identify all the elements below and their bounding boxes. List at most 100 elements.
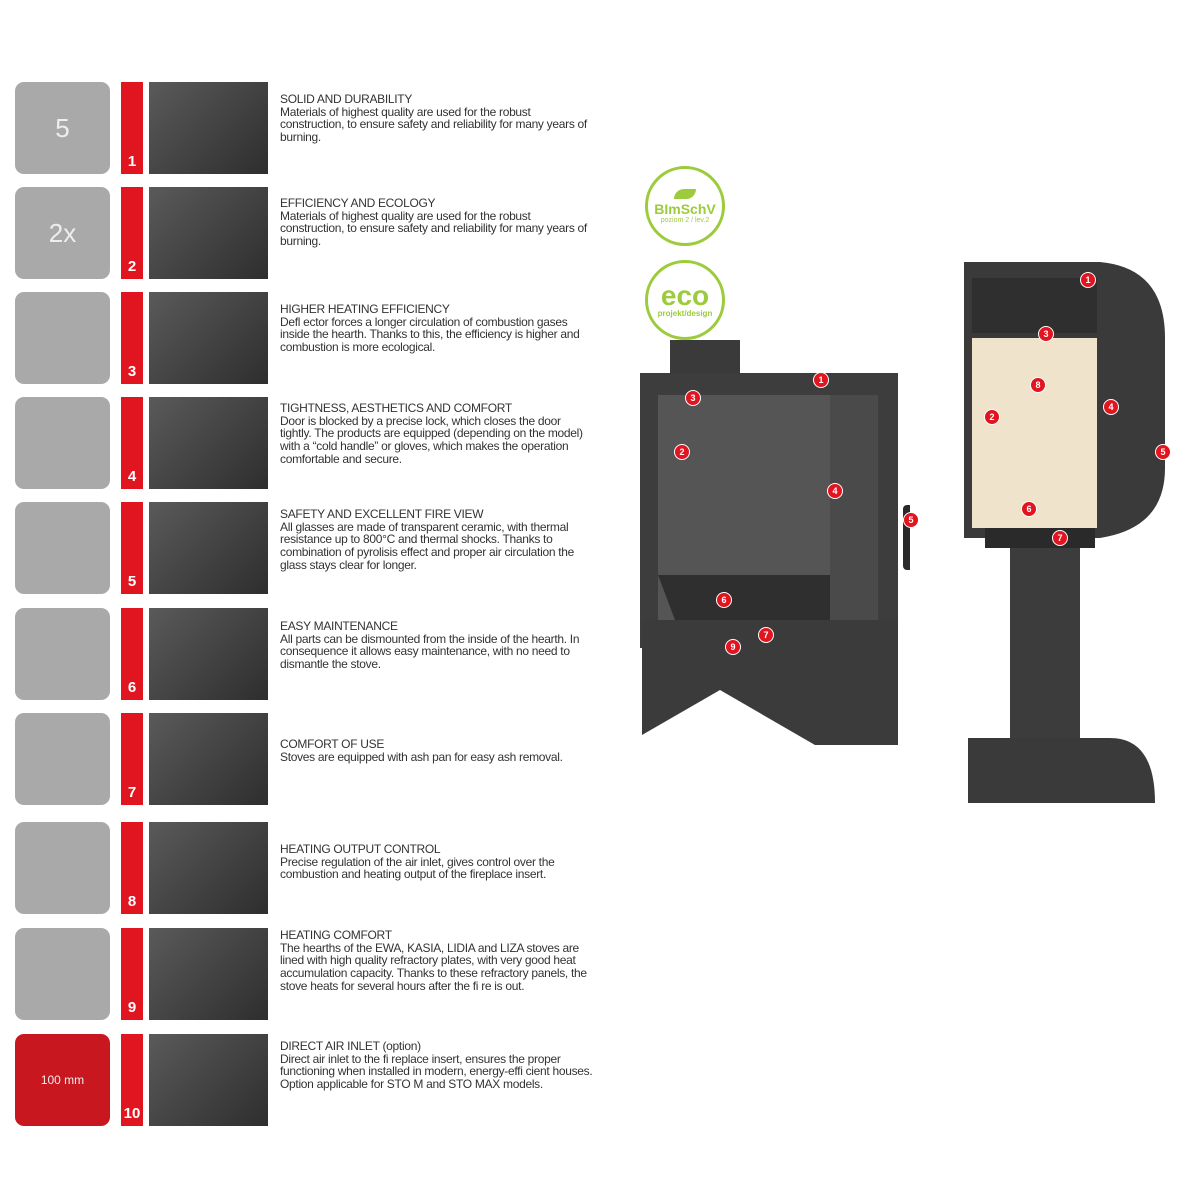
callout-marker: 4 [1103, 399, 1119, 415]
feature-row: 2x 2 [0, 187, 600, 282]
feature-photo [149, 82, 268, 174]
feature-photo [149, 292, 268, 384]
feature-row: 9 [0, 928, 600, 1023]
feature-number: 4 [127, 468, 137, 485]
stove-front-cutaway [640, 340, 910, 745]
feature-photo [149, 187, 268, 279]
flame-2x-icon: 2x [15, 187, 110, 279]
feature-title: SOLID AND DURABILITY [280, 92, 413, 106]
callout-marker: 2 [984, 409, 1000, 425]
callout-marker: 8 [1030, 377, 1046, 393]
gloves-handle-icon [15, 397, 110, 489]
feature-row: 5 [0, 502, 600, 597]
callout-marker: 1 [1080, 272, 1096, 288]
deflector-icon [15, 292, 110, 384]
air-regulation-icon [15, 822, 110, 914]
feature-description: Defl ector forces a longer circulation o… [280, 314, 580, 355]
feature-row: 6 [0, 608, 600, 703]
feature-description: Direct air inlet to the fi replace inser… [280, 1051, 593, 1092]
feature-number-bar: 1 [121, 82, 143, 174]
feature-number-bar: 9 [121, 928, 143, 1020]
feature-description: Precise regulation of the air inlet, giv… [280, 854, 555, 882]
callout-marker: 3 [685, 390, 701, 406]
callout-marker: 2 [674, 444, 690, 460]
feature-description: The hearths of the EWA, KASIA, LIDIA and… [280, 940, 587, 993]
feature-number: 1 [127, 153, 137, 170]
callout-marker: 1 [813, 372, 829, 388]
feature-number: 6 [127, 679, 137, 696]
bimschv-sublabel: poziom 2 / lev.2 [660, 216, 710, 224]
feature-number: 2 [127, 258, 137, 275]
bimschv-badge: BImSchV poziom 2 / lev.2 [645, 166, 725, 246]
feature-number-bar: 4 [121, 397, 143, 489]
feature-number-bar: 7 [121, 713, 143, 805]
feature-number-bar: 5 [121, 502, 143, 594]
bimschv-label: BImSchV [654, 200, 716, 217]
feature-number-bar: 8 [121, 822, 143, 914]
feature-title: HEATING OUTPUT CONTROL [280, 842, 441, 856]
feature-title: EASY MAINTENANCE [280, 619, 398, 633]
feature-description: Materials of highest quality are used fo… [280, 208, 587, 249]
feature-row: 100 mm 10 [0, 1034, 600, 1129]
heat-accumulation-icon [15, 928, 110, 1020]
eco-sublabel: projekt/design [657, 308, 713, 318]
feature-photo [149, 608, 268, 700]
callout-marker: 6 [1021, 501, 1037, 517]
callout-marker: 4 [827, 483, 843, 499]
icon-text: 2x [48, 217, 77, 248]
feature-number: 9 [127, 999, 137, 1016]
feature-row: 4 [0, 397, 600, 492]
callout-marker: 7 [1052, 530, 1068, 546]
callout-marker: 5 [1155, 444, 1171, 460]
feature-description: Materials of highest quality are used fo… [280, 104, 587, 145]
callout-marker: 3 [1038, 326, 1054, 342]
feature-photo [149, 1034, 268, 1126]
eco-label: eco [660, 279, 710, 311]
leaf-icon [674, 188, 696, 199]
feature-number: 7 [127, 784, 137, 801]
feature-description: Stoves are equipped with ash pan for eas… [280, 749, 563, 764]
eco-badge: eco projekt/design [645, 260, 725, 340]
feature-title: HEATING COMFORT [280, 928, 392, 942]
feature-title: COMFORT OF USE [280, 737, 385, 751]
ash-pan-icon [15, 713, 110, 805]
feature-number-bar: 10 [121, 1034, 143, 1126]
icon-text: 100 mm [40, 1073, 85, 1087]
feature-photo [149, 397, 268, 489]
feature-number-bar: 2 [121, 187, 143, 279]
feature-number: 8 [127, 893, 137, 910]
glass-window-icon [15, 502, 110, 594]
feature-photo [149, 713, 268, 805]
feature-title: HIGHER HEATING EFFICIENCY [280, 302, 450, 316]
feature-photo [149, 928, 268, 1020]
feature-number-bar: 3 [121, 292, 143, 384]
feature-text: DIRECT AIR INLET (option)Direct air inle… [280, 1040, 595, 1091]
warranty-5-years-icon: 5 [15, 82, 110, 174]
callout-marker: 6 [716, 592, 732, 608]
callout-marker: 5 [903, 512, 919, 528]
icon-text: 5 [55, 112, 70, 143]
feature-number-bar: 6 [121, 608, 143, 700]
feature-description: All parts can be dismounted from the ins… [280, 631, 580, 672]
stove-side-cutaway [964, 262, 1165, 803]
feature-photo [149, 822, 268, 914]
callout-marker: 7 [758, 627, 774, 643]
callout-marker: 9 [725, 639, 741, 655]
feature-number: 3 [127, 363, 137, 380]
feature-photo [149, 502, 268, 594]
cleaning-hand-icon [15, 608, 110, 700]
feature-title: SAFETY AND EXCELLENT FIRE VIEW [280, 507, 484, 521]
feature-title: DIRECT AIR INLET (option) [280, 1039, 421, 1053]
feature-number: 5 [127, 573, 137, 590]
feature-row: 7 [0, 713, 600, 808]
feature-description: All glasses are made of transparent cera… [280, 519, 575, 572]
